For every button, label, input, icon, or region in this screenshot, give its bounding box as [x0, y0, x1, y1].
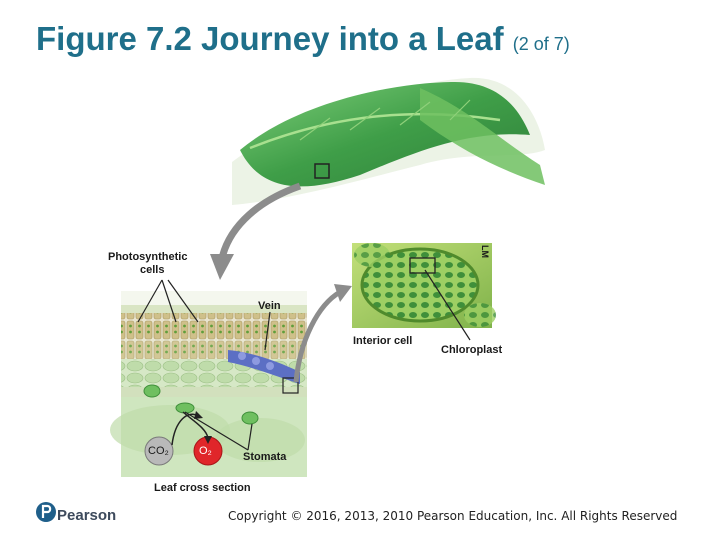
copyright-notice: Copyright © 2016, 2013, 2010 Pearson Edu… — [228, 509, 678, 523]
leaf-illustration — [232, 77, 545, 205]
label-stomata: Stomata — [243, 451, 287, 463]
zoom-arrow-leaf — [218, 182, 302, 259]
pearson-brand: Pearson — [57, 507, 117, 524]
label-lm: LM — [480, 245, 490, 258]
label-chloroplast: Chloroplast — [441, 344, 503, 356]
figure-title: Figure 7.2 Journey into a Leaf (2 of 7) — [36, 20, 570, 58]
figure-title-main: Figure 7.2 Journey into a Leaf — [36, 20, 504, 57]
zoom-arrow-cell — [293, 289, 342, 383]
cross-section-zoom-box — [282, 377, 299, 394]
label-photosynthetic-cells-line2: cells — [140, 264, 165, 276]
interior-cell-micrograph — [352, 243, 496, 328]
label-interior-cell: Interior cell — [353, 335, 413, 347]
leaf-zoom-box — [314, 163, 330, 179]
pearson-logo-icon — [36, 502, 56, 522]
zoom-arrow-leaf-head — [210, 254, 234, 280]
label-vein: Vein — [258, 300, 281, 312]
vein-bundle — [228, 350, 300, 384]
figure-title-part: (2 of 7) — [512, 34, 570, 54]
chloroplast-zoom-box — [409, 257, 436, 274]
label-co2: CO₂ — [148, 445, 169, 457]
label-leaf-cross-section: Leaf cross section — [154, 482, 251, 494]
co2-circle — [144, 436, 174, 466]
leader-lines — [137, 269, 471, 451]
label-o2: O₂ — [199, 445, 212, 457]
zoom-arrow-cell-head — [334, 284, 352, 302]
label-photosynthetic-cells: Photosynthetic cells — [108, 251, 187, 277]
label-photosynthetic-cells-line1: Photosynthetic — [108, 251, 188, 263]
